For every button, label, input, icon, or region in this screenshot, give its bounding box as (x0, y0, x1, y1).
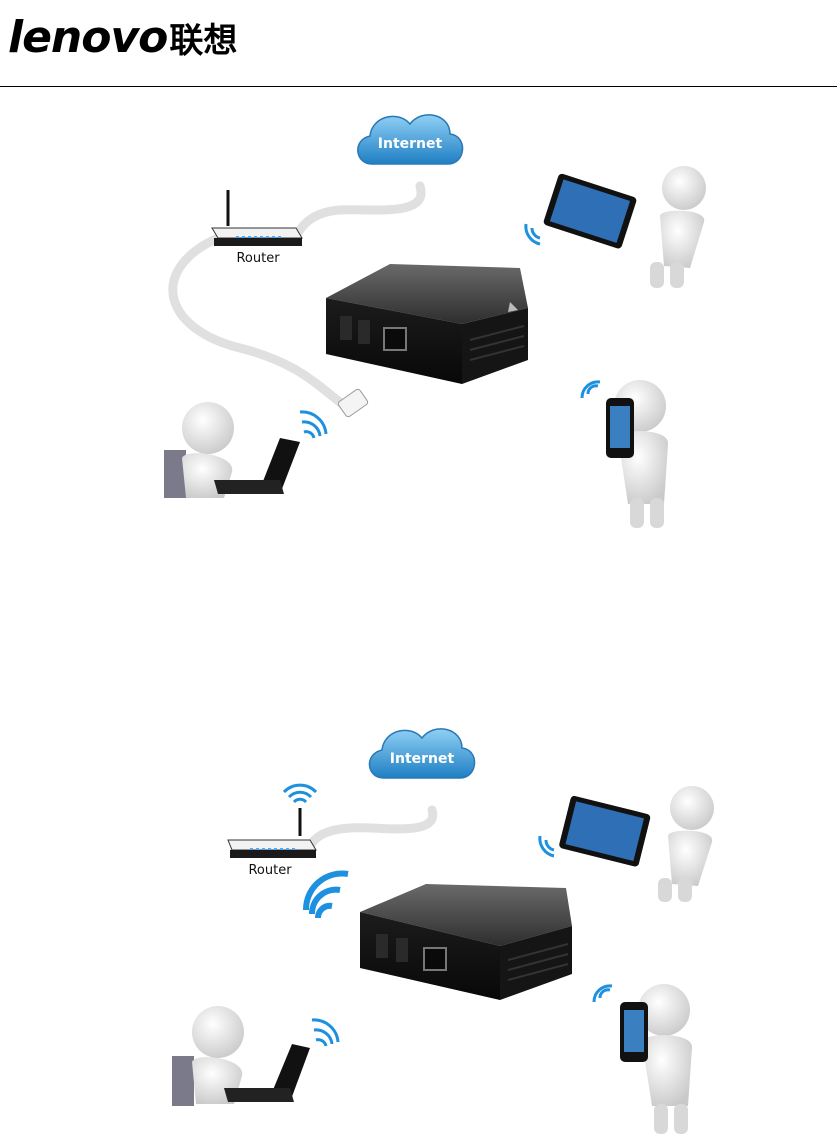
diagram-wired-connection: Internet Router (0, 88, 837, 528)
wifi-signal-icon-laptop (312, 1020, 338, 1046)
page-header: lenovo联想 (0, 0, 837, 88)
cable-internet-router (295, 186, 421, 238)
internet-cloud: Internet (358, 115, 463, 164)
header-divider (0, 86, 837, 87)
central-device (326, 264, 528, 384)
internet-label: Internet (390, 751, 455, 767)
laptop-user-figure (164, 402, 300, 498)
internet-cloud: Internet (369, 729, 474, 778)
wifi-signal-icon-laptop (300, 412, 326, 438)
logo-text: lenovo (8, 12, 167, 63)
diagram-wireless-connection: Internet Router (0, 708, 837, 1148)
ethernet-plug (337, 388, 369, 418)
logo-chinese-text: 联想 (169, 21, 237, 61)
router-icon (228, 808, 316, 858)
wifi-signal-icon-router (284, 785, 316, 802)
wifi-signal-icon-phone (582, 382, 600, 398)
router-label: Router (236, 251, 280, 266)
internet-label: Internet (378, 136, 443, 152)
wifi-signal-icon-device (306, 873, 348, 918)
wifi-signal-icon-phone (594, 986, 612, 1002)
laptop-user-figure (172, 1006, 310, 1106)
wifi-signal-icon-tablet (526, 224, 540, 244)
central-device (360, 884, 572, 1000)
tablet-user-figure (543, 166, 706, 288)
lenovo-logo: lenovo联想 (8, 14, 237, 65)
wifi-signal-icon-tablet (540, 836, 554, 856)
tablet-user-figure (558, 786, 714, 902)
cable-internet-router (310, 810, 433, 846)
router-label: Router (248, 863, 292, 878)
phone-user-figure (606, 380, 668, 528)
phone-user-figure (620, 984, 692, 1134)
router-icon (212, 190, 302, 246)
